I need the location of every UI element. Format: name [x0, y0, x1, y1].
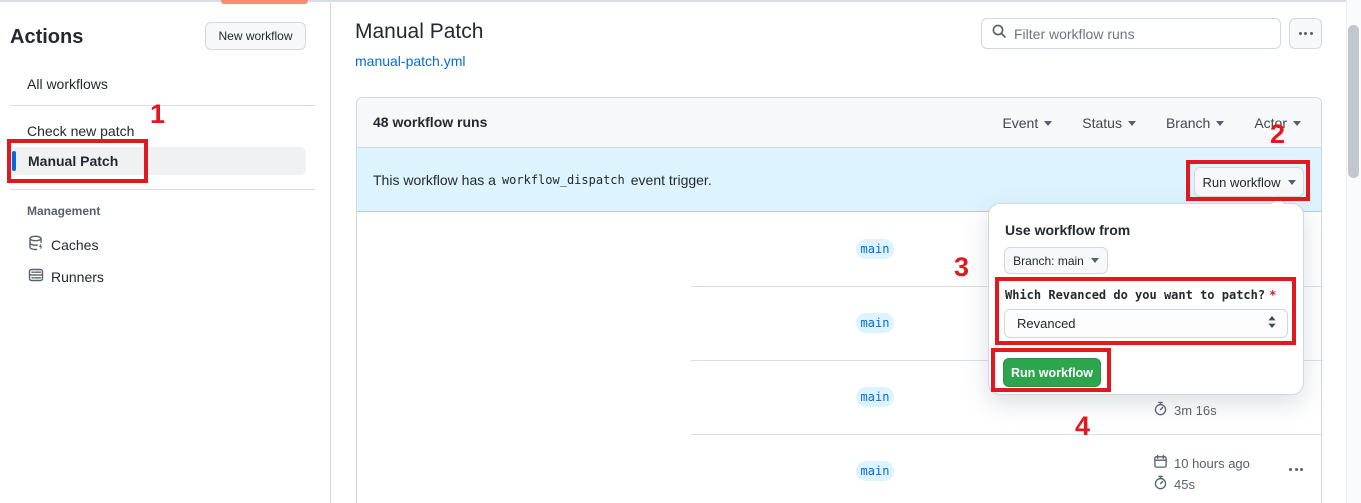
chevron-down-icon	[1293, 120, 1301, 126]
workflow-dispatch-code: workflow_dispatch	[501, 172, 625, 187]
scrollbar-thumb[interactable]	[1348, 25, 1359, 178]
sidebar-divider	[10, 189, 315, 190]
required-mark: *	[1269, 288, 1277, 302]
sidebar-item-caches[interactable]: Caches	[28, 235, 98, 254]
filter-actor[interactable]: Actor	[1254, 115, 1301, 131]
selected-item-accent-bar	[12, 151, 16, 171]
sidebar-item-manual-patch-label[interactable]: Manual Patch	[28, 153, 119, 169]
chevron-down-icon	[1090, 258, 1099, 263]
revanced-select[interactable]: Revanced	[1004, 309, 1288, 338]
management-section-heading: Management	[27, 204, 101, 218]
branch-badge[interactable]: main	[856, 387, 894, 407]
new-workflow-button[interactable]: New workflow	[205, 22, 306, 50]
workflow-more-options-button[interactable]	[1289, 18, 1322, 49]
chevron-down-icon	[1127, 120, 1136, 126]
sidebar-item-all-workflows[interactable]: All workflows	[27, 76, 108, 92]
sidebar-item-caches-label: Caches	[51, 236, 99, 253]
run-duration: 45s	[1153, 475, 1195, 493]
workflow-input-label: Which Revanced do you want to patch?*	[1005, 288, 1277, 302]
row-divider	[691, 434, 1323, 435]
cache-icon	[28, 235, 44, 254]
branch-badge[interactable]: main	[856, 313, 894, 333]
sidebar-item-manual-patch[interactable]	[10, 147, 306, 175]
sidebar-item-runners-label: Runners	[51, 268, 104, 285]
banner-text: This workflow has a workflow_dispatch ev…	[373, 171, 712, 188]
run-options-button[interactable]	[1281, 458, 1311, 480]
branch-badge[interactable]: main	[856, 239, 894, 259]
search-input[interactable]	[1014, 25, 1254, 42]
branch-badge[interactable]: main	[856, 461, 894, 481]
annotation-number-4: 4	[1075, 411, 1091, 441]
sidebar-item-runners[interactable]: Runners	[28, 267, 104, 286]
runs-filters: Event Status Branch Actor	[1002, 98, 1301, 148]
chevron-down-icon	[1287, 179, 1296, 185]
annotation-number-2: 2	[1270, 119, 1286, 149]
run-workflow-dropdown-button[interactable]: Run workflow	[1194, 167, 1304, 197]
workflow-runs-count: 48 workflow runs	[373, 114, 488, 130]
chevron-down-icon	[1216, 120, 1225, 126]
workflow-file-link[interactable]: manual-patch.yml	[355, 53, 466, 69]
up-down-icon	[1267, 315, 1277, 332]
filter-runs-searchbox[interactable]	[981, 18, 1281, 49]
kebab-icon	[1289, 467, 1292, 471]
stopwatch-icon	[1153, 401, 1168, 419]
stopwatch-icon	[1153, 475, 1168, 493]
run-start-time: 10 hours ago	[1153, 454, 1250, 472]
sidebar-border	[330, 2, 331, 503]
annotation-number-3: 3	[954, 252, 970, 282]
sidebar-title: Actions	[10, 26, 84, 48]
runs-list-header: 48 workflow runs Event Status Branch Act…	[357, 98, 1321, 148]
chevron-down-icon	[1044, 120, 1053, 126]
actions-tab-indicator	[221, 0, 308, 4]
sidebar-divider	[10, 105, 315, 106]
run-workflow-submit-button[interactable]: Run workflow	[1003, 358, 1101, 387]
kebab-icon	[1298, 32, 1302, 35]
top-border	[0, 0, 1361, 2]
page-title: Manual Patch	[355, 20, 484, 43]
filter-branch[interactable]: Branch	[1166, 115, 1225, 131]
search-icon	[991, 23, 1007, 44]
filter-event[interactable]: Event	[1002, 115, 1053, 131]
workflow-dispatch-banner: This workflow has a workflow_dispatch ev…	[357, 148, 1321, 212]
calendar-icon	[1153, 454, 1168, 472]
popup-heading: Use workflow from	[1005, 222, 1131, 238]
run-duration: 3m 16s	[1153, 401, 1217, 419]
run-workflow-popup: Use workflow from Branch: main Which Rev…	[988, 195, 1304, 395]
server-icon	[28, 267, 44, 286]
sidebar-item-check-new-patch[interactable]: Check new patch	[27, 123, 135, 139]
annotation-number-1: 1	[150, 99, 166, 129]
filter-status[interactable]: Status	[1082, 115, 1136, 131]
branch-selector-button[interactable]: Branch: main	[1004, 247, 1108, 274]
